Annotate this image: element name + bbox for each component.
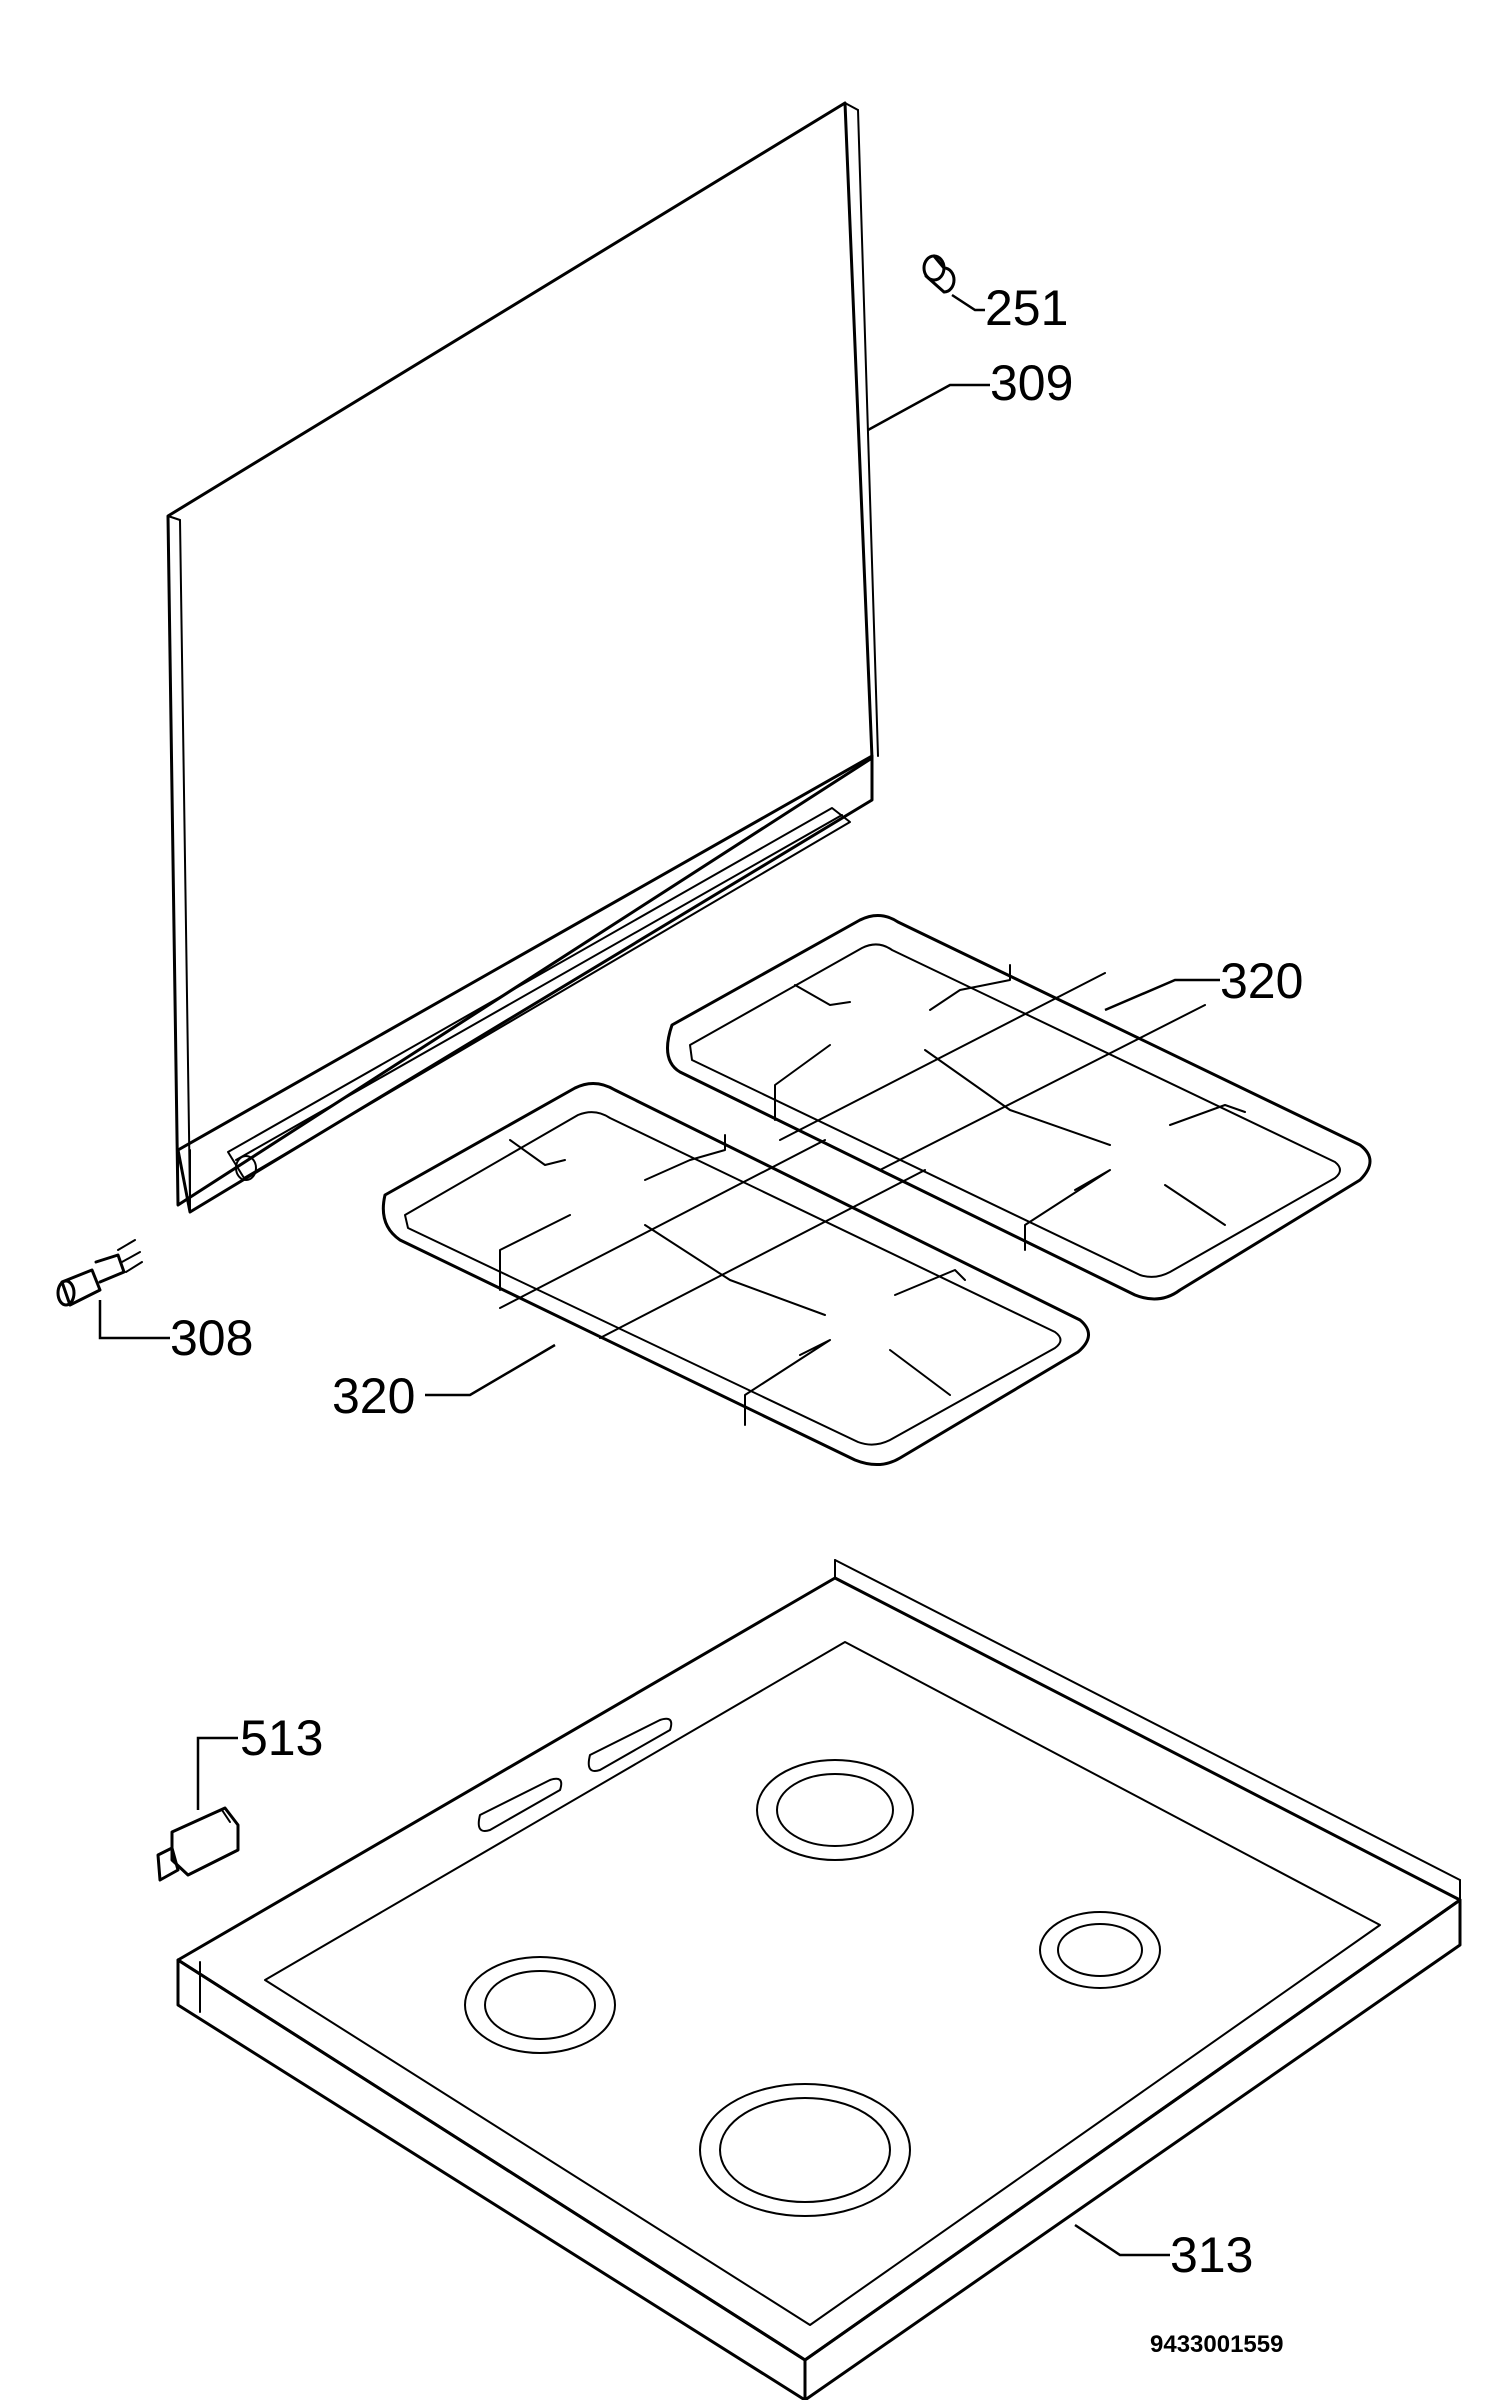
label-320-rear: 320: [1220, 953, 1303, 1009]
clip-513: [156, 1806, 240, 1882]
label-309: 309: [990, 355, 1073, 411]
rubber-buffer-251: [922, 254, 956, 294]
pan-support-rear-320: [666, 914, 1372, 1301]
label-313: 313: [1170, 2227, 1253, 2283]
label-320-front: 320: [332, 1368, 415, 1424]
lid-hinge-bar: [176, 754, 874, 1214]
document-number: 9433001559: [1150, 2331, 1283, 2358]
label-308: 308: [170, 1310, 253, 1366]
label-513: 513: [240, 1710, 323, 1766]
label-251: 251: [985, 280, 1068, 336]
glass-lid-309: [166, 101, 879, 1207]
screw-308: [56, 1239, 143, 1307]
hob-top-313: [176, 1559, 1462, 2400]
pan-support-front-320: [381, 1082, 1090, 1466]
